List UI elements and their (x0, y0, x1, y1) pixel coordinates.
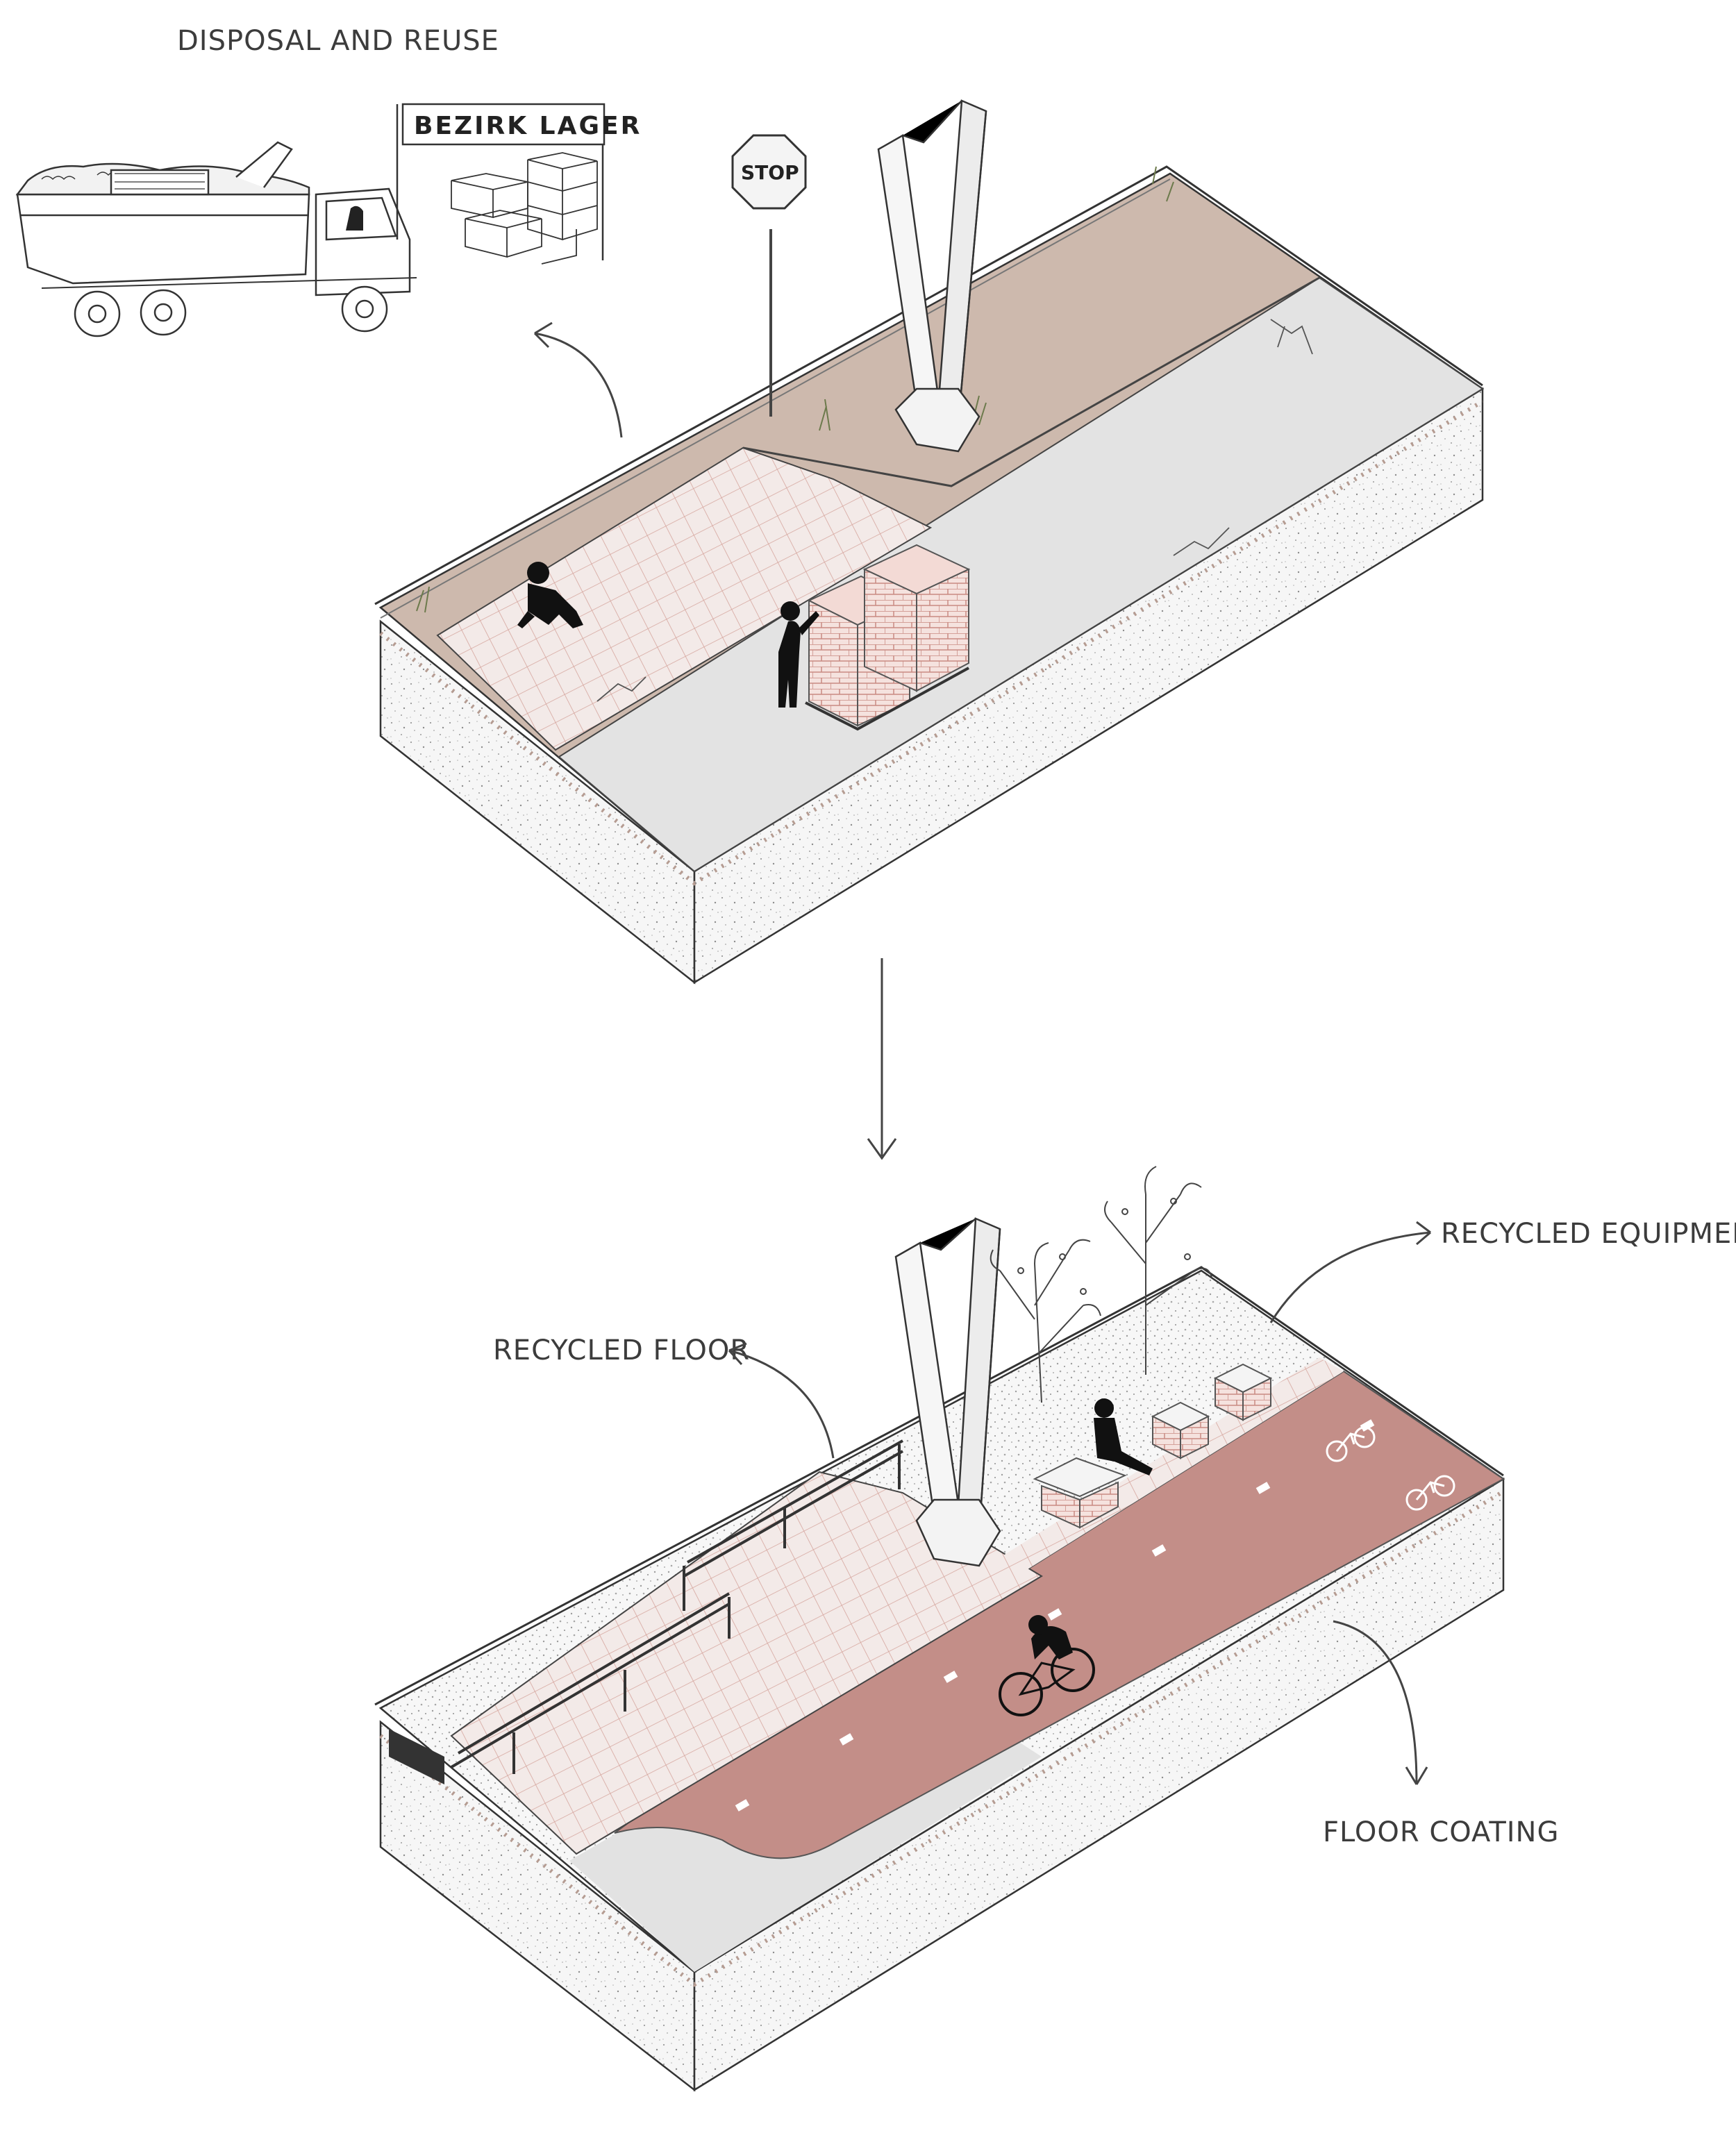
label-floor-coating: FLOOR COATING (1323, 1816, 1559, 1848)
seated-person-icon (1094, 1398, 1153, 1475)
pallet-icon (805, 544, 971, 731)
worker-icon (517, 562, 819, 708)
top-slab (374, 165, 1485, 985)
truck-icon (15, 141, 417, 337)
label-recycled-equipment: RECYCLED EQUIPMENT (1441, 1218, 1736, 1250)
stop-sign-text: STOP (741, 161, 799, 184)
bench-icon (1033, 1363, 1273, 1529)
railing-icon (450, 1439, 903, 1774)
bike-symbol-icon (1326, 1426, 1455, 1511)
label-recycled-floor: RECYCLED FLOOR (493, 1335, 750, 1366)
warehouse-icon: BEZIRK LAGER (396, 103, 642, 265)
cyclist-icon (999, 1615, 1095, 1716)
arrow-to-disposal-icon (533, 321, 623, 438)
arrow-recycled-equipment-icon (1269, 1221, 1431, 1323)
label-disposal-and-reuse: DISPOSAL AND REUSE (177, 25, 499, 57)
stop-sign-icon: STOP (731, 134, 807, 417)
arrow-recycled-floor-icon (728, 1342, 835, 1459)
tree-icon (990, 1166, 1212, 1403)
pillar-icon (877, 99, 987, 453)
pillar-icon (894, 1217, 1001, 1567)
arrow-floor-coating-icon (1333, 1620, 1428, 1785)
transition-arrow-icon (867, 958, 897, 1160)
bottom-slab (374, 1266, 1505, 2092)
crate-stack-icon (451, 152, 598, 265)
warehouse-sign-text: BEZIRK LAGER (414, 112, 642, 140)
